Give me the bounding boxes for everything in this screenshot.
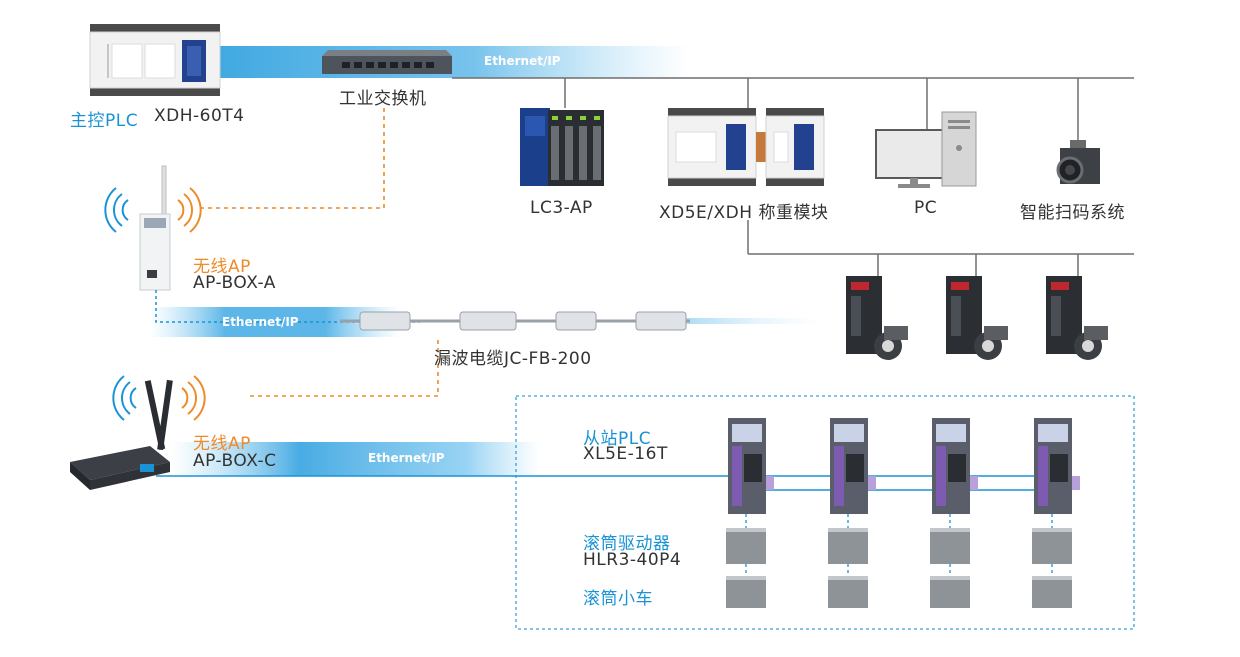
roller-driver-icon <box>726 532 1072 564</box>
servo-drive-icon <box>946 276 1008 360</box>
pc-label: PC <box>914 198 938 218</box>
slave-plc-icon <box>1034 418 1080 514</box>
roller-cart-cap <box>726 576 1072 580</box>
slave-plc-model: XL5E-16T <box>583 444 668 464</box>
io-module-icon <box>520 108 604 186</box>
ethernet-label-top: Ethernet/IP <box>484 54 561 68</box>
slave-station-frame <box>515 395 1135 630</box>
slave-plc-title: 从站PLC <box>583 429 652 449</box>
ap-c-model: AP-BOX-C <box>193 451 277 471</box>
lc3-label: LC3-AP <box>530 198 593 218</box>
weighing-module-icon <box>667 108 825 186</box>
ap-c-title: 无线AP <box>193 434 251 454</box>
leaky-cable-icon <box>340 311 690 331</box>
slave-plc-icon <box>830 418 876 514</box>
network-switch-icon <box>322 50 452 74</box>
roller-cart-label: 滚筒小车 <box>583 589 653 609</box>
main-plc-model: XDH-60T4 <box>154 106 245 126</box>
wireless-signal-icon <box>181 375 206 421</box>
switch-label: 工业交换机 <box>339 89 427 109</box>
ap-box-a-icon <box>139 165 171 291</box>
servo-drive-icon <box>846 276 908 360</box>
wireless-signal-icon <box>104 187 129 233</box>
wireless-signal-icon <box>112 375 137 421</box>
ap-a-cable <box>155 290 420 323</box>
ap-a-title: 无线AP <box>193 257 251 277</box>
industrial-camera-icon <box>1056 140 1100 184</box>
ethernet-band-ap-c <box>170 442 540 476</box>
ethernet-label-ap-c: Ethernet/IP <box>368 451 445 465</box>
leaky-cable-label: 漏波电缆JC-FB-200 <box>434 349 592 369</box>
vision-label: 智能扫码系统 <box>1020 203 1125 223</box>
roller-driver-cap <box>726 528 1072 532</box>
wireless-router-icon <box>70 379 173 490</box>
wireless-links <box>198 108 439 397</box>
wireless-signal-icon <box>177 187 202 233</box>
backbone-lines <box>452 77 1134 276</box>
ethernet-label-ap-a: Ethernet/IP <box>222 315 299 329</box>
desktop-pc-icon <box>875 111 977 188</box>
main-plc-icon <box>89 24 221 96</box>
servo-drive-icon <box>1046 276 1108 360</box>
xd5e-label: XD5E/XDH 称重模块 <box>659 203 829 223</box>
slave-connectors <box>745 514 1053 576</box>
ap-a-model: AP-BOX-A <box>193 273 276 293</box>
slave-plc-icon <box>728 418 774 514</box>
leaky-cable-glow <box>640 318 820 324</box>
main-plc-prefix: 主控PLC <box>70 111 139 131</box>
roller-driver-title: 滚筒驱动器 <box>583 534 671 554</box>
roller-cart-icon <box>726 580 1072 608</box>
slave-plc-icon <box>932 418 978 514</box>
roller-driver-model: HLR3-40P4 <box>583 550 682 570</box>
